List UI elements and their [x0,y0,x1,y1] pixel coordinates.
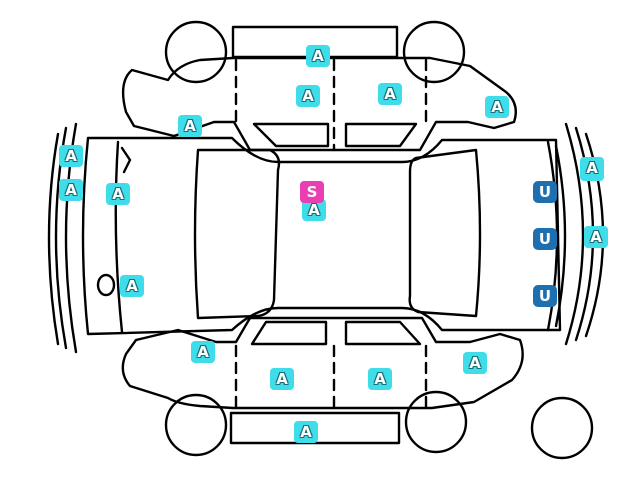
body-side-bottom [121,316,524,410]
rocker-bottom [229,411,401,445]
headlight-left [96,273,116,297]
damage-mark-a[interactable]: A [270,368,294,390]
damage-mark-a[interactable]: A [306,45,330,67]
damage-mark-u[interactable]: U [533,181,557,203]
damage-mark-a[interactable]: A [463,352,487,374]
wheel-bottom-left [164,393,228,457]
damage-mark-u[interactable]: U [533,285,557,307]
window-bottom-right [344,320,422,346]
window-top-right [344,122,418,148]
damage-mark-a[interactable]: A [59,179,83,201]
rear-glass [408,148,482,318]
damage-mark-a[interactable]: A [59,145,83,167]
damage-mark-a[interactable]: A [485,96,509,118]
window-bottom-left [250,320,328,346]
damage-mark-u[interactable]: U [533,228,557,250]
wheel-bottom-right [404,390,468,454]
damage-mark-a[interactable]: A [580,157,604,179]
damage-mark-a[interactable]: A [296,85,320,107]
damage-mark-a[interactable]: A [191,341,215,363]
damage-mark-a[interactable]: A [294,421,318,443]
damage-mark-a[interactable]: A [178,115,202,137]
damage-mark-s[interactable]: S [300,181,324,203]
damage-mark-a[interactable]: A [584,226,608,248]
spare-wheel [530,396,594,460]
windshield [193,148,281,320]
damage-mark-a[interactable]: A [120,275,144,297]
damage-mark-a[interactable]: A [368,368,392,390]
window-top-left [252,122,330,148]
wheel-top-right [402,20,466,84]
body-side-top [121,56,517,152]
wheel-top-left [164,20,228,84]
body-top-view [81,136,562,336]
damage-mark-a[interactable]: A [378,83,402,105]
damage-mark-a[interactable]: A [302,199,326,221]
damage-mark-a[interactable]: A [106,183,130,205]
